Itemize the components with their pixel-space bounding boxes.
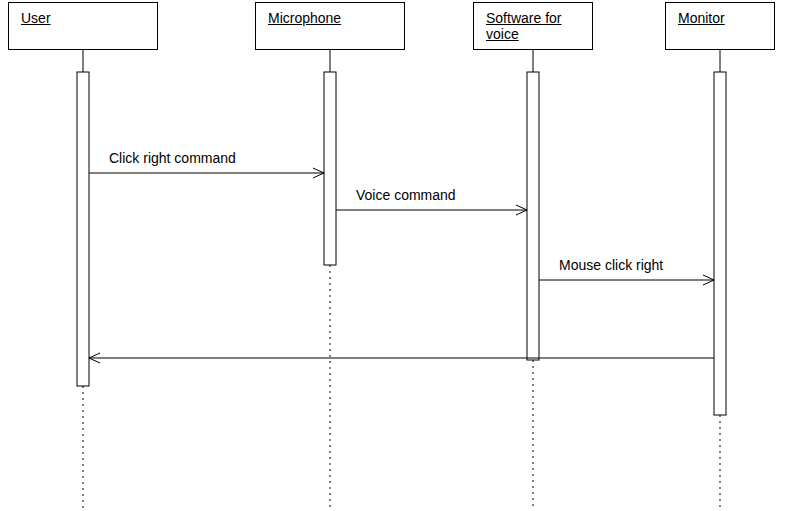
lifeline-dashed (720, 415, 721, 508)
lifeline-stem (83, 50, 84, 72)
message-label: Voice command (354, 187, 458, 203)
lifeline-stem (720, 50, 721, 72)
lifeline-name: Monitor (678, 10, 762, 26)
message-label: Mouse click right (557, 257, 665, 273)
lifeline (714, 50, 726, 508)
message-arrow (336, 205, 527, 215)
activation-bar (527, 72, 539, 360)
lifeline-box: Microphone (255, 2, 405, 50)
lifeline-name: Software for voice (486, 10, 580, 42)
lifeline-dashed (533, 360, 534, 508)
message-label: Click right command (107, 150, 238, 166)
lifeline (527, 50, 539, 508)
lifeline-dashed (83, 386, 84, 508)
lifeline (324, 50, 336, 508)
message-arrow (539, 275, 714, 285)
lifeline-name: Microphone (268, 10, 392, 26)
lifeline-name: User (21, 10, 145, 26)
lifeline (77, 50, 89, 508)
lifeline-box: Software for voice (473, 2, 593, 50)
lifeline-stem (533, 50, 534, 72)
activation-bar (324, 72, 336, 265)
activation-bar (714, 72, 726, 415)
lifeline-dashed (330, 265, 331, 508)
lifeline-stem (330, 50, 331, 72)
message-arrow (89, 353, 714, 363)
lifeline-box: Monitor (665, 2, 775, 50)
message-arrow (89, 168, 324, 178)
activation-bar (77, 72, 89, 386)
lifeline-box: User (8, 2, 158, 50)
